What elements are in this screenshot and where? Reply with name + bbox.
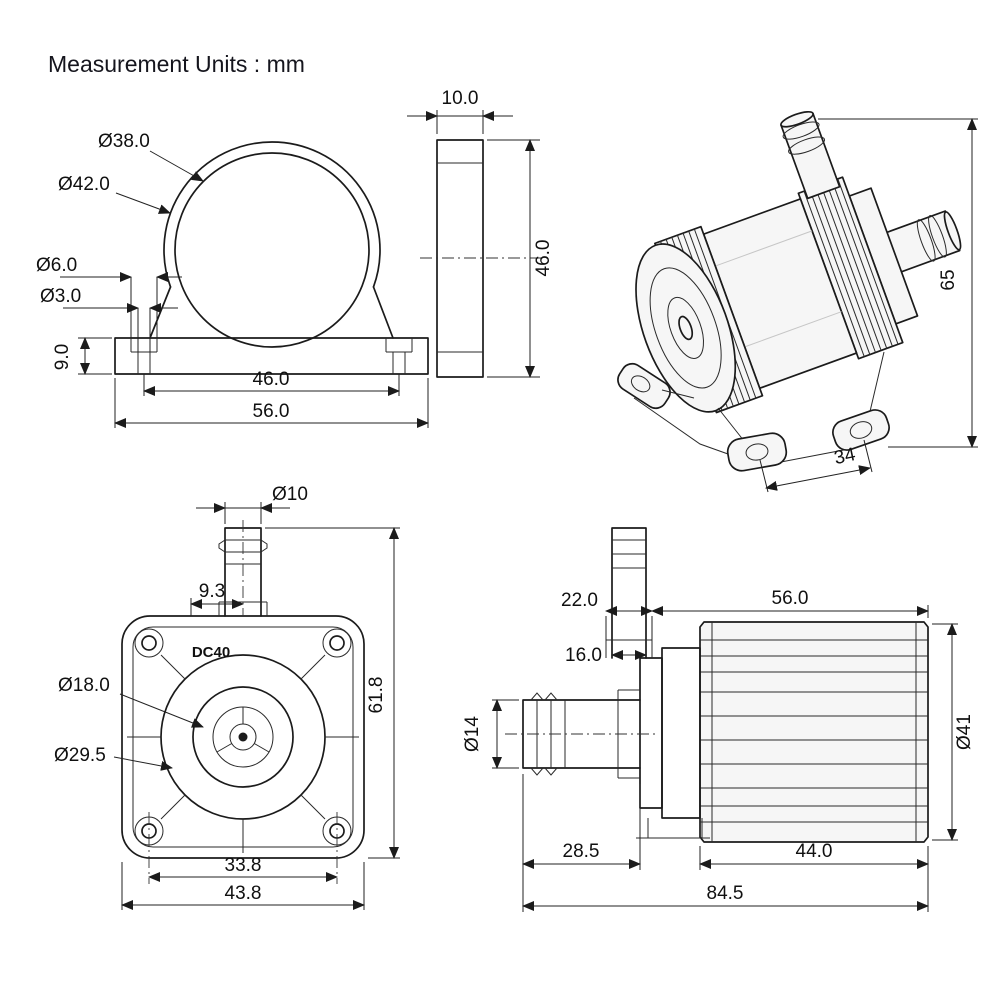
dim-44: 44.0 <box>796 841 833 862</box>
radial-ribs <box>127 654 359 853</box>
pump-body-iso <box>635 110 962 414</box>
dim-65: 65 <box>938 269 959 290</box>
dim-dia42: Ø42.0 <box>58 174 110 195</box>
clamp-outer-arc <box>163 141 381 288</box>
pump-isometric-view: 65 34 <box>617 110 978 493</box>
clamp-side-outline <box>436 139 484 378</box>
dim-56: 56.0 <box>253 401 290 422</box>
bracket-front-view: Ø38.0 Ø42.0 Ø6.0 Ø3.0 9.0 46.0 56.0 <box>36 131 429 428</box>
dim-43-8: 43.8 <box>225 883 262 904</box>
motor-body <box>699 621 929 843</box>
dim-dia38: Ø38.0 <box>98 131 150 152</box>
pump-side-view: 22.0 16.0 56.0 Ø14 Ø41 28.5 44.0 84.5 <box>462 527 975 912</box>
dim-dia41: Ø41 <box>954 714 975 750</box>
dim-dia18: Ø18.0 <box>58 675 110 696</box>
dim-34: 34 <box>832 444 857 469</box>
dim-dia14: Ø14 <box>462 716 483 752</box>
dim-dia29-5: Ø29.5 <box>54 745 106 766</box>
dim-9-3: 9.3 <box>199 581 225 602</box>
dim-61-8: 61.8 <box>366 677 387 714</box>
dim-46-side: 46.0 <box>533 240 554 277</box>
pump-face-view: Ø10 9.3 DC40 Ø18.0 Ø29.5 61.8 33.8 43.8 <box>54 484 400 910</box>
dim-56-side: 56.0 <box>772 588 809 609</box>
dim-84-5: 84.5 <box>707 883 744 904</box>
dim-9: 9.0 <box>52 344 73 370</box>
dim-dia3: Ø3.0 <box>40 286 81 307</box>
clamp-base <box>114 337 429 375</box>
dim-dia10: Ø10 <box>272 484 308 505</box>
dim-28-5: 28.5 <box>563 841 600 862</box>
dim-33-8: 33.8 <box>225 855 262 876</box>
inlet-pipe <box>505 689 655 779</box>
clamp-inner-circle <box>174 152 370 348</box>
dim-46: 46.0 <box>253 369 290 390</box>
dim-22: 22.0 <box>561 590 598 611</box>
dim-dia6: Ø6.0 <box>36 255 77 276</box>
page-title: Measurement Units : mm <box>48 51 305 77</box>
dim-10: 10.0 <box>442 88 479 109</box>
outlet-pipe-side <box>605 527 653 659</box>
model-label: DC40 <box>192 644 230 661</box>
bracket-side-view: 10.0 46.0 <box>407 88 554 378</box>
pump-head <box>661 647 701 819</box>
outlet-pipe <box>218 520 268 617</box>
dim-16: 16.0 <box>565 645 602 666</box>
